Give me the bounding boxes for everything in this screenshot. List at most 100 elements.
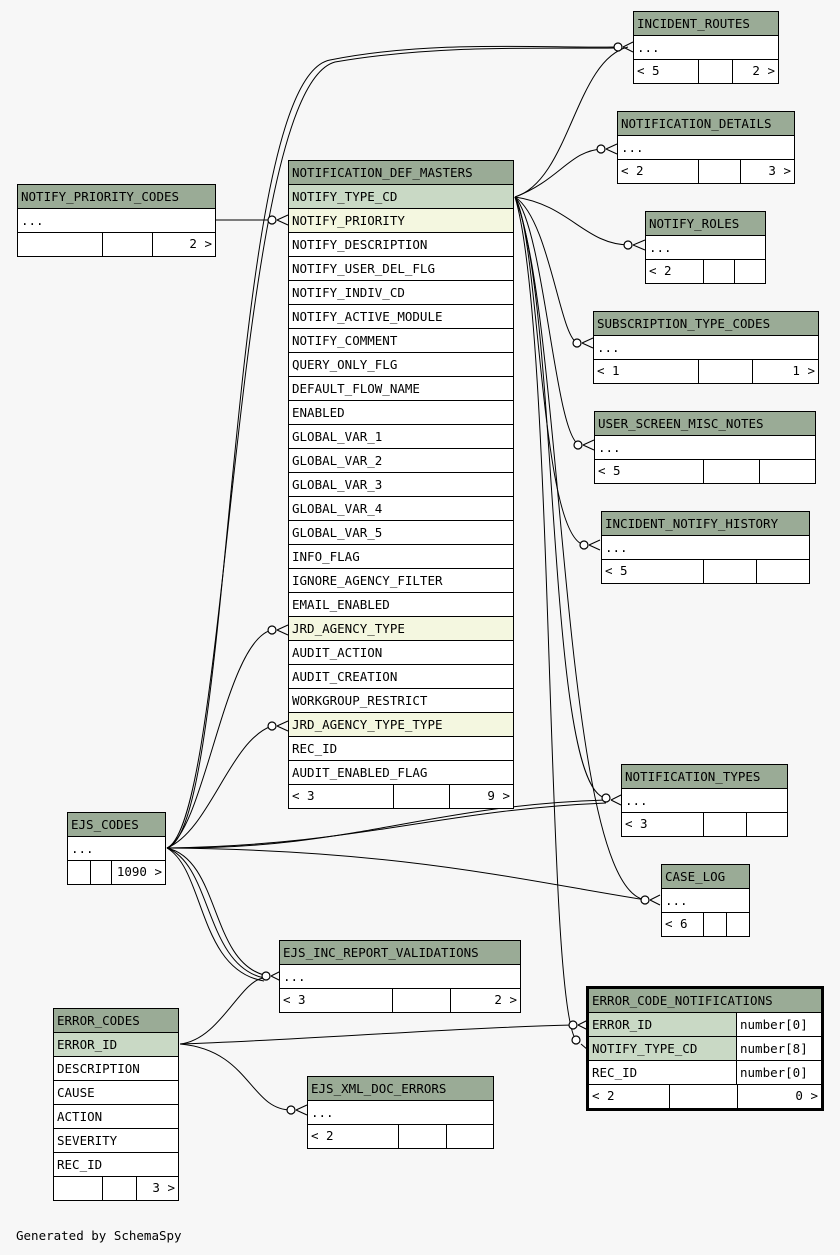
table-notify-priority-codes[interactable]: NOTIFY_PRIORITY_CODES ... 2 > [17, 184, 216, 257]
parents-count[interactable] [54, 1177, 102, 1200]
column-row[interactable]: EMAIL_ENABLED [289, 593, 513, 617]
parents-count[interactable]: < 6 [665, 916, 688, 931]
column-row[interactable]: ERROR_ID number[0] [589, 1013, 821, 1037]
parents-count[interactable]: < 2 [621, 163, 644, 178]
table-header[interactable]: USER_SCREEN_MISC_NOTES [595, 412, 815, 436]
column-row[interactable]: GLOBAL_VAR_3 [289, 473, 513, 497]
children-count[interactable]: 2 > [450, 989, 520, 1012]
table-header[interactable]: NOTIFICATION_DEF_MASTERS [289, 161, 513, 185]
parents-count[interactable]: < 1 [597, 363, 620, 378]
column-row[interactable]: REC_ID [289, 737, 513, 761]
children-count[interactable]: 2 > [732, 60, 778, 83]
table-notification-types[interactable]: NOTIFICATION_TYPES ... < 3 [621, 764, 788, 837]
children-count[interactable] [746, 813, 787, 836]
table-header[interactable]: INCIDENT_NOTIFY_HISTORY [602, 512, 809, 536]
column-row[interactable]: JRD_AGENCY_TYPE [289, 617, 513, 641]
column-row[interactable]: AUDIT_ENABLED_FLAG [289, 761, 513, 785]
column-row[interactable]: AUDIT_CREATION [289, 665, 513, 689]
column-row[interactable]: NOTIFY_TYPE_CD number[8] [589, 1037, 821, 1061]
table-header[interactable]: INCIDENT_ROUTES [634, 12, 778, 36]
table-header[interactable]: NOTIFY_ROLES [646, 212, 765, 236]
column-row[interactable]: QUERY_ONLY_FLG [289, 353, 513, 377]
table-footer: < 6 [662, 913, 749, 936]
column-row[interactable]: NOTIFY_TYPE_CD [289, 185, 513, 209]
children-count[interactable]: 1090 > [111, 861, 165, 884]
column-row[interactable]: NOTIFY_USER_DEL_FLG [289, 257, 513, 281]
column-row[interactable]: NOTIFY_DESCRIPTION [289, 233, 513, 257]
edge-ejs-codes-jrd-agency-type-type [166, 725, 273, 849]
parents-count[interactable] [18, 233, 102, 256]
column-row[interactable]: REC_ID number[0] [589, 1061, 821, 1085]
table-ellipsis: ... [618, 136, 794, 160]
children-count[interactable]: 3 > [740, 160, 794, 183]
table-user-screen-misc-notes[interactable]: USER_SCREEN_MISC_NOTES ... < 5 [594, 411, 816, 484]
table-ejs-codes[interactable]: EJS_CODES ... 1090 > [67, 812, 166, 885]
column-row[interactable]: IGNORE_AGENCY_FILTER [289, 569, 513, 593]
column-row[interactable]: NOTIFY_COMMENT [289, 329, 513, 353]
table-error-code-notifications[interactable]: ERROR_CODE_NOTIFICATIONS ERROR_ID number… [586, 986, 824, 1111]
table-header[interactable]: SUBSCRIPTION_TYPE_CODES [594, 312, 818, 336]
column-row[interactable]: REC_ID [54, 1153, 178, 1177]
column-row[interactable]: AUDIT_ACTION [289, 641, 513, 665]
table-header[interactable]: EJS_INC_REPORT_VALIDATIONS [280, 941, 520, 965]
column-row[interactable]: GLOBAL_VAR_1 [289, 425, 513, 449]
children-count[interactable] [446, 1125, 493, 1148]
table-incident-notify-history[interactable]: INCIDENT_NOTIFY_HISTORY ... < 5 [601, 511, 810, 584]
column-row[interactable]: INFO_FLAG [289, 545, 513, 569]
table-error-codes[interactable]: ERROR_CODES ERROR_ID DESCRIPTION CAUSE A… [53, 1008, 179, 1201]
children-count[interactable]: 0 > [737, 1085, 821, 1108]
children-count[interactable] [726, 913, 749, 936]
parents-count[interactable]: < 2 [311, 1128, 334, 1143]
table-header[interactable]: CASE_LOG [662, 865, 749, 889]
table-header[interactable]: NOTIFICATION_TYPES [622, 765, 787, 789]
table-notify-roles[interactable]: NOTIFY_ROLES ... < 2 [645, 211, 766, 284]
column-row[interactable]: ERROR_ID [54, 1033, 178, 1057]
column-row[interactable]: WORKGROUP_RESTRICT [289, 689, 513, 713]
table-header[interactable]: ERROR_CODES [54, 1009, 178, 1033]
table-notification-def-masters[interactable]: NOTIFICATION_DEF_MASTERS NOTIFY_TYPE_CD … [288, 160, 514, 809]
children-count[interactable]: 2 > [152, 233, 215, 256]
children-count[interactable]: 1 > [752, 360, 818, 383]
children-count[interactable]: 9 > [449, 785, 513, 808]
table-header[interactable]: NOTIFY_PRIORITY_CODES [18, 185, 215, 209]
parents-count[interactable]: < 5 [637, 63, 660, 78]
children-count[interactable]: 3 > [136, 1177, 178, 1200]
parents-count[interactable]: < 5 [605, 563, 628, 578]
column-row[interactable]: DESCRIPTION [54, 1057, 178, 1081]
table-header[interactable]: EJS_CODES [68, 813, 165, 837]
children-count[interactable] [756, 560, 809, 583]
column-row[interactable]: GLOBAL_VAR_5 [289, 521, 513, 545]
parents-count[interactable]: < 3 [292, 788, 315, 803]
column-row[interactable]: DEFAULT_FLOW_NAME [289, 377, 513, 401]
column-row[interactable]: ENABLED [289, 401, 513, 425]
table-case-log[interactable]: CASE_LOG ... < 6 [661, 864, 750, 937]
table-header[interactable]: ERROR_CODE_NOTIFICATIONS [589, 989, 821, 1013]
table-incident-routes[interactable]: INCIDENT_ROUTES ... < 5 2 > [633, 11, 779, 84]
parents-count[interactable]: < 2 [592, 1088, 615, 1103]
table-ejs-inc-report-validations[interactable]: EJS_INC_REPORT_VALIDATIONS ... < 3 2 > [279, 940, 521, 1013]
parents-count[interactable]: < 2 [649, 263, 672, 278]
column-row[interactable]: GLOBAL_VAR_2 [289, 449, 513, 473]
table-ejs-xml-doc-errors[interactable]: EJS_XML_DOC_ERRORS ... < 2 [307, 1076, 494, 1149]
table-footer: < 2 0 > [589, 1085, 821, 1108]
table-ellipsis: ... [308, 1101, 493, 1125]
column-row[interactable]: JRD_AGENCY_TYPE_TYPE [289, 713, 513, 737]
table-subscription-type-codes[interactable]: SUBSCRIPTION_TYPE_CODES ... < 1 1 > [593, 311, 819, 384]
column-row[interactable]: CAUSE [54, 1081, 178, 1105]
parents-count[interactable]: < 5 [598, 463, 621, 478]
column-row[interactable]: SEVERITY [54, 1129, 178, 1153]
column-row[interactable]: NOTIFY_INDIV_CD [289, 281, 513, 305]
column-row[interactable]: NOTIFY_PRIORITY [289, 209, 513, 233]
table-notification-details[interactable]: NOTIFICATION_DETAILS ... < 2 3 > [617, 111, 795, 184]
parents-count[interactable]: < 3 [283, 992, 306, 1007]
children-count[interactable] [759, 460, 815, 483]
parents-count[interactable] [68, 861, 90, 884]
column-row[interactable]: ACTION [54, 1105, 178, 1129]
column-row[interactable]: GLOBAL_VAR_4 [289, 497, 513, 521]
parents-count[interactable]: < 3 [625, 816, 648, 831]
children-count[interactable] [734, 260, 765, 283]
table-header[interactable]: EJS_XML_DOC_ERRORS [308, 1077, 493, 1101]
table-header[interactable]: NOTIFICATION_DETAILS [618, 112, 794, 136]
table-footer: < 2 3 > [618, 160, 794, 183]
column-row[interactable]: NOTIFY_ACTIVE_MODULE [289, 305, 513, 329]
